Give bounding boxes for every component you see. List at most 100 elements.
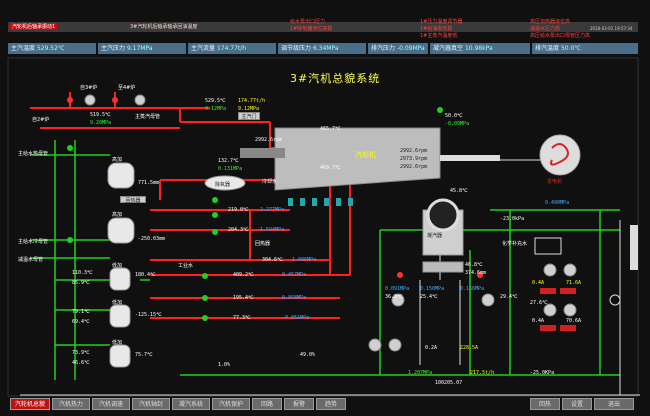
alarm-item[interactable]: 给水泵出口压力 [290,19,326,25]
tab-overview[interactable]: 汽轮机总貌 [10,398,50,410]
extraction-press: 0.457MPa [282,272,307,278]
bottom-level: 100205.07 [435,380,463,386]
turbine-body [274,127,441,191]
alarm-item[interactable]: 高压加热器液位高 [530,19,571,25]
low-heater-t1: 110.3℃ [72,270,93,276]
hh-level-2: -250.03mm [138,236,166,242]
right-temp: 27.6℃ [530,300,548,306]
high-heater-2-label: 高加 [112,212,123,218]
pump-temp-1: 36.9℃ [385,294,403,300]
pump-icon [543,303,557,317]
rpm-2: 2973.9rpm [400,156,428,162]
right-indicator-4 [560,325,576,331]
back-valve-label: 回热器 [255,241,271,247]
tab-trend[interactable]: 趋势 [316,398,346,410]
high-heater-1 [107,162,135,189]
extraction-press: 1.594MPa [260,227,285,233]
inlet-press: 9.12MPa [205,106,227,112]
extraction-temp: 304.6℃ [262,257,283,263]
label-boiler-2: 自2#炉 [32,117,50,123]
alarm-item[interactable]: 高压给水泵出口母管压力高 [530,33,591,39]
tab-settings[interactable]: 设置 [562,398,592,410]
main-steam-temp: 519.5℃ [90,112,111,118]
high-heater-1-label: 高加 [112,157,123,163]
low-heater-t2: 85.9℃ [72,280,90,286]
extraction-temp: 409.2℃ [233,272,254,278]
condenser-fan-icon [426,198,460,232]
valve-icon [212,229,218,235]
valve-icon [202,295,208,301]
label-main-steam-header: 主蒸汽母管 [135,114,161,120]
pump-icon [543,263,557,277]
bottom-flow: 1.207MPa [408,370,433,376]
condenser-temp: 45.8℃ [450,188,468,194]
pump-icon [134,94,146,106]
inlet-flow-2: 9.12MPa [238,106,260,112]
alarm-title[interactable]: 汽轮机后轴承振动1 [10,23,58,30]
tab-alarm[interactable]: 报警 [284,398,314,410]
deaerator-press: 0.131MPa [218,166,243,172]
right-indicator-2 [560,288,576,294]
pump-icon [84,94,96,106]
dump-valve-button[interactable]: 主汽门 [238,112,260,120]
valve-icon [397,272,403,278]
page-title: 3#汽机总貌系统 [290,72,381,85]
pump-press-2: 0.150MPa [420,286,445,292]
right-amp-3: 0.4A [532,318,545,324]
valve-icon [288,198,293,206]
extraction-press: 1.086MPa [292,257,317,263]
alarm-item[interactable]: 1#除氧器液位高报 [290,26,333,32]
valve-icon [202,273,208,279]
tab-regen[interactable]: 回热 [530,398,560,410]
heater-control-button[interactable]: 回热器 [120,196,146,204]
extraction-temp: 204.3℃ [228,227,249,233]
feed-header-2: 主给水冷母管 [18,239,49,245]
exhaust-press: -0.09MPa [445,121,470,127]
pump-temp-3: 29.4℃ [500,294,518,300]
valve-icon [324,198,329,206]
water-lines [30,140,620,380]
meas-vacuum: 凝汽器真空 10.98kPa [430,43,530,54]
tab-loop[interactable]: 回路 [252,398,282,410]
deaerator-temp: 132.7℃ [218,158,239,164]
low-heater-2 [109,304,131,328]
valve-red-group [67,97,483,278]
meas-main-steam-press: 主汽压力 9.17MPa [98,43,186,54]
low-heater-1 [109,267,131,291]
pump-icon [563,303,577,317]
meas-main-steam-flow: 主汽流量 174.77t/h [188,43,276,54]
alarm-item[interactable]: 1#给油泵低报 [420,26,453,32]
alarm-item[interactable]: 1#压力温度调节器 [420,19,463,25]
alarm-item[interactable]: 1#主蒸汽温度低 [420,33,458,39]
tab-exit[interactable]: 退出 [594,398,634,410]
pump-group [84,94,577,352]
tab-condenser[interactable]: 凝汽系统 [172,398,210,410]
pump-icon [391,293,405,307]
extraction-press: 2.277MPa [260,207,285,213]
deaerator-label: 除氧器 [215,182,231,188]
valve-icon [112,97,118,103]
tab-seal[interactable]: 汽机轴封 [132,398,170,410]
meas-stage-press: 调节级压力 6.34MPa [278,43,366,54]
turbine-temp-b: 469.7℃ [320,165,341,171]
right-indicator-1 [540,288,556,294]
rpm-3: 2992.6rpm [400,164,428,170]
feed-header-3: 减温水母管 [18,257,44,263]
label-boiler-4: 至4#炉 [118,85,136,91]
low-heater-lvl: 75.7℃ [135,352,153,358]
alarm-item[interactable]: 减温水压力低 [530,26,561,32]
low-heater-label: 低加 [112,340,123,346]
right-amp-1: 0.4A [532,280,545,286]
tab-protection[interactable]: 汽机保护 [212,398,250,410]
alarm-subtitle[interactable]: 3#汽轮机后轴承轴承回油温度 [130,24,198,30]
feed-header-1: 主给水热母管 [18,151,49,157]
turbine-label: 汽轮机 [355,151,376,159]
low-heater-lvl: -125.15℃ [135,312,162,318]
pump-temp-2: 25.4℃ [420,294,438,300]
generator-symbol-icon [550,143,569,166]
tab-speed[interactable]: 汽机调速 [92,398,130,410]
tab-thermal[interactable]: 汽机热力 [52,398,90,410]
valve-group [67,107,443,321]
